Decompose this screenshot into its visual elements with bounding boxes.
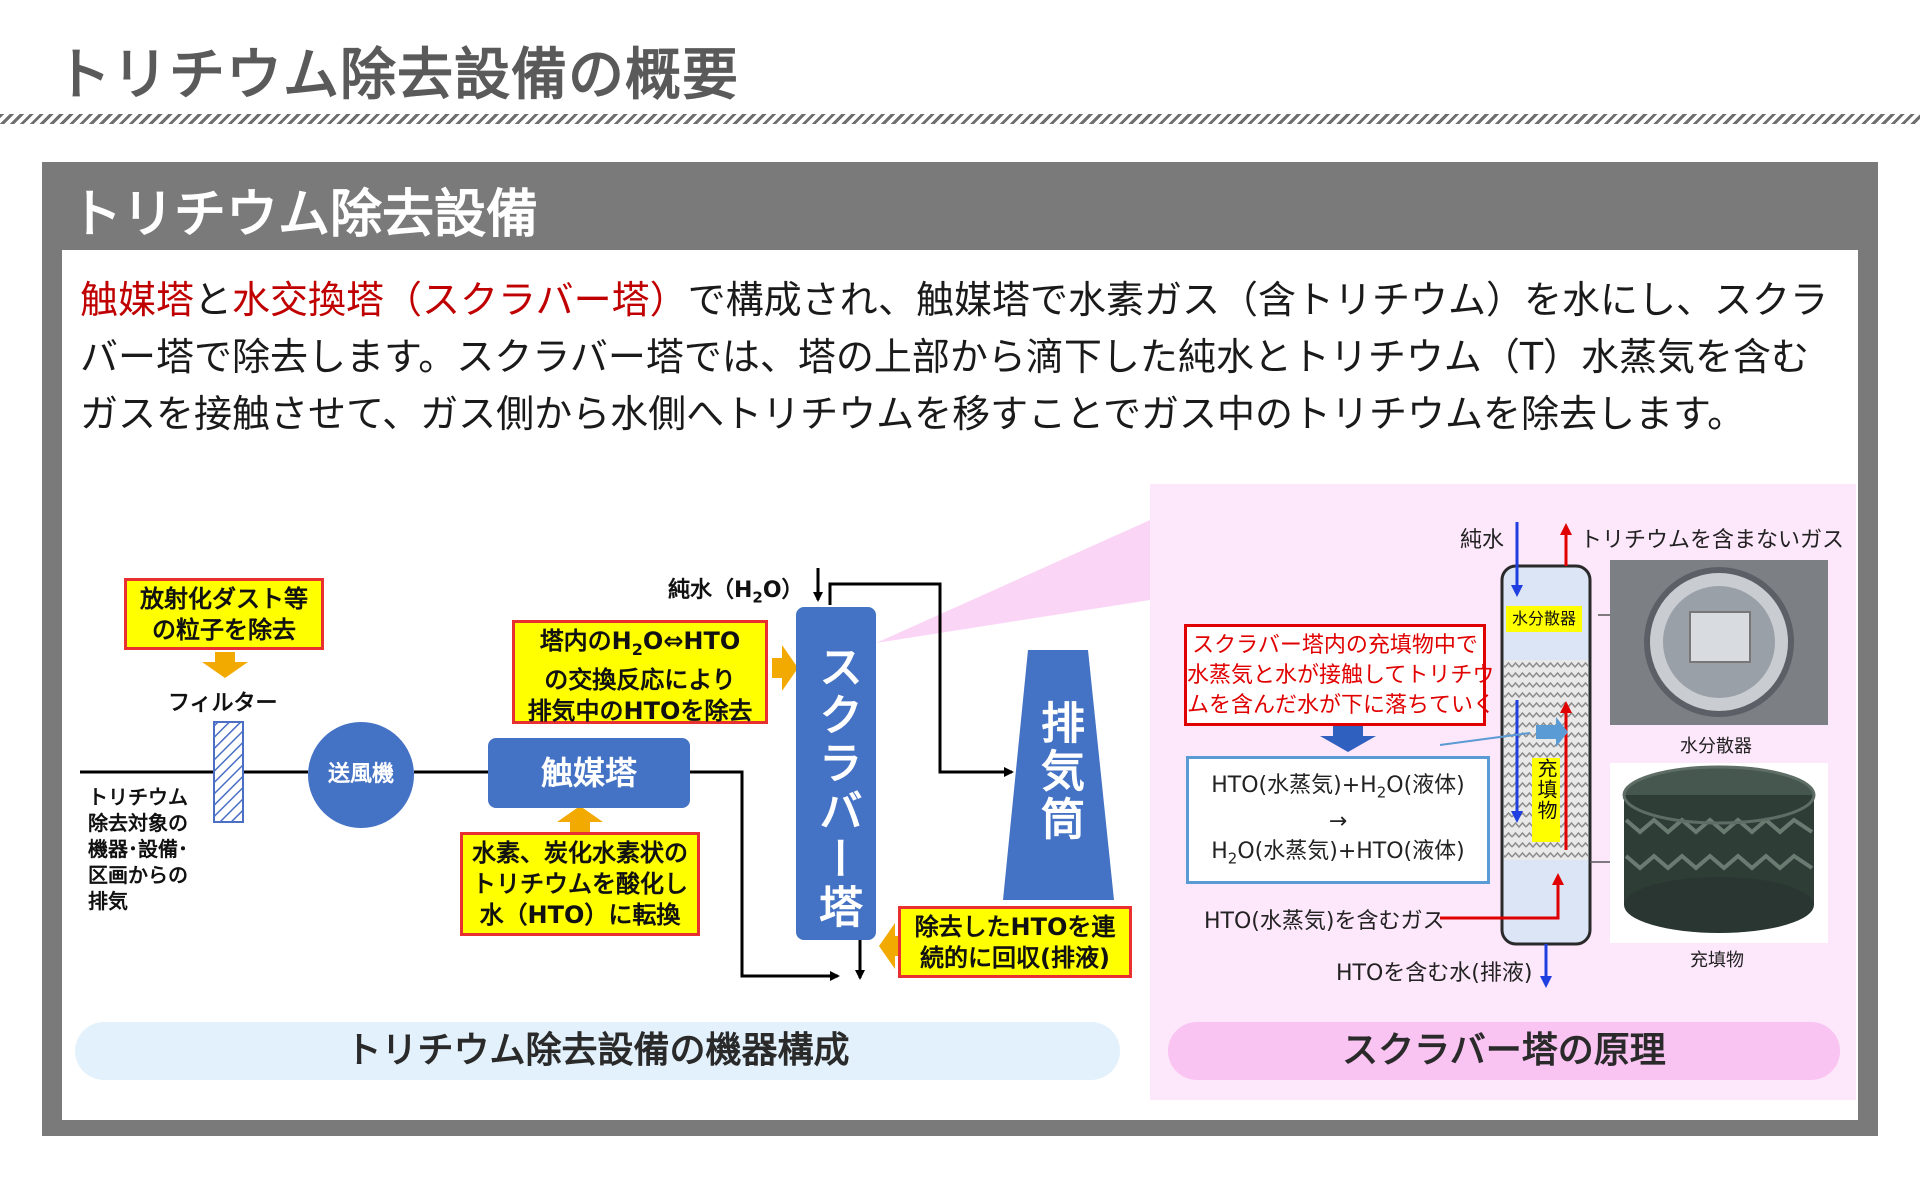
zoom-wedge — [876, 520, 1150, 643]
exchange-h: 塔内のH — [539, 627, 632, 655]
dust-note-line2: の粒子を除去 — [152, 616, 296, 644]
page-title: トリチウム除去設備の概要 — [55, 43, 739, 108]
exchange-note-line3: 排気中のHTOを除去 — [527, 696, 753, 725]
distributor-tag: 水分散器 — [1506, 606, 1582, 632]
inside-note-line1: スクラバー塔内の充填物中で — [1192, 633, 1478, 658]
eq1b: O(液体) — [1386, 773, 1465, 798]
exchange-equation: HTO(水蒸気)+H2O(液体) → H2O(水蒸気)+HTO(液体) — [1186, 756, 1490, 884]
arrow-dust-to-filter — [202, 652, 248, 678]
packing-photo — [1610, 763, 1828, 943]
exhaust-line1: トリチウム — [88, 785, 188, 809]
equation-line1: HTO(水蒸気)+H2O(液体) — [1189, 771, 1487, 807]
intro-text-1: と — [194, 278, 233, 322]
recovery-note-line1: 除去したHTOを連 — [914, 913, 1116, 941]
catalyst-note-line2: トリチウムを酸化し — [472, 870, 688, 898]
eq1a: HTO(水蒸気)+H — [1211, 773, 1377, 798]
exhaust-source-label: トリチウム 除去対象の 機器･設備･ 区画からの 排気 — [88, 784, 188, 914]
filter-shape — [213, 721, 244, 823]
intro-highlight-catalyst: 触媒塔 — [80, 278, 195, 322]
exchange-rest: O⇔HTO — [642, 627, 741, 655]
panel-heading: トリチウム除去設備 — [70, 185, 539, 245]
pure-water-post: O） — [762, 578, 804, 603]
filter-label: フィルター — [168, 691, 278, 716]
catalyst-tower: 触媒塔 — [488, 738, 690, 808]
packing-tag: 充填物 — [1532, 758, 1560, 842]
hto-gas-label: HTO(水蒸気)を含むガス — [1204, 909, 1445, 934]
stack-shape — [1003, 650, 1114, 900]
dust-note-line1: 放射化ダスト等 — [140, 585, 308, 613]
flow-line-to-stack — [828, 582, 1014, 777]
distributor-photo — [1610, 560, 1828, 725]
eq2sub: 2 — [1227, 849, 1238, 868]
intro-text-2: で構成され、触媒塔で水素ガス（含トリチウム）を水にし、スクラバー塔で除去します。… — [80, 278, 1829, 436]
arrow-note-to-scrubber — [772, 645, 798, 691]
clean-gas-label: トリチウムを含まないガス — [1580, 528, 1845, 553]
exhaust-line3: 機器･設備･ — [88, 837, 188, 861]
inside-note: スクラバー塔内の充填物中で 水蒸気と水が接触してトリチウ ムを含んだ水が下に落ち… — [1184, 624, 1496, 726]
pure-water-sub: 2 — [752, 588, 763, 607]
equation-line2: H2O(水蒸気)+HTO(液体) — [1189, 837, 1487, 873]
catalyst-note-line1: 水素、炭化水素状の — [472, 839, 688, 867]
exchange-note: 塔内のH2O⇔HTO の交換反応により 排気中のHTOを除去 — [512, 620, 768, 725]
recovery-note: 除去したHTOを連 続的に回収(排液) — [898, 906, 1132, 978]
exchange-sub: 2 — [631, 639, 643, 659]
exchange-note-line1: 塔内のH2O⇔HTO — [515, 626, 765, 665]
right-pure-water-label: 純水 — [1460, 528, 1505, 553]
eq1sub: 2 — [1376, 783, 1387, 802]
pure-water-pre: 純水（H — [668, 578, 753, 603]
equation-arrow: → — [1328, 809, 1348, 835]
eq2b: O(水蒸気)+HTO(液体) — [1237, 839, 1465, 865]
intro-highlight-scrubber: 水交換塔（スクラバー塔） — [232, 278, 688, 322]
intro-paragraph: 触媒塔と水交換塔（スクラバー塔）で構成され、触媒塔で水素ガス（含トリチウム）を水… — [80, 272, 1830, 443]
inside-note-line2: 水蒸気と水が接触してトリチウ — [1187, 663, 1495, 688]
exhaust-line2: 除去対象の — [88, 811, 188, 835]
pure-water-label: 純水（H2O） — [668, 572, 804, 606]
title-divider — [0, 114, 1920, 124]
exhaust-line5: 排気 — [88, 889, 128, 913]
catalyst-note-line3: 水（HTO）に転換 — [479, 901, 681, 929]
exhaust-line4: 区画からの — [88, 863, 188, 887]
dust-note: 放射化ダスト等 の粒子を除去 — [124, 578, 324, 650]
eq2a: H — [1211, 839, 1228, 865]
gas-in-arrow — [1440, 873, 1564, 920]
arrow-note-to-catalyst — [557, 806, 603, 832]
stack-label: 排気筒 — [1033, 700, 1084, 844]
right-diagram-caption: スクラバー塔の原理 — [1168, 1022, 1840, 1080]
blower: 送風機 — [308, 722, 414, 828]
packing-photo-caption: 充填物 — [1690, 950, 1744, 971]
exchange-note-line2: の交換反応により — [544, 665, 736, 694]
inside-note-line3: ムを含んだ水が下に落ちていく — [1187, 693, 1496, 718]
arrow-recovery — [879, 923, 905, 969]
flow-line-to-scrubber — [690, 770, 840, 981]
distributor-photo-caption: 水分散器 — [1680, 736, 1752, 757]
scrubber-tower: スクラバー塔 — [796, 607, 876, 940]
hto-water-label: HTOを含む水(排液) — [1336, 961, 1533, 986]
catalyst-note: 水素、炭化水素状の トリチウムを酸化し 水（HTO）に転換 — [460, 832, 700, 936]
recovery-note-line2: 続的に回収(排液) — [920, 944, 1110, 972]
left-diagram-caption: トリチウム除去設備の機器構成 — [75, 1022, 1120, 1080]
